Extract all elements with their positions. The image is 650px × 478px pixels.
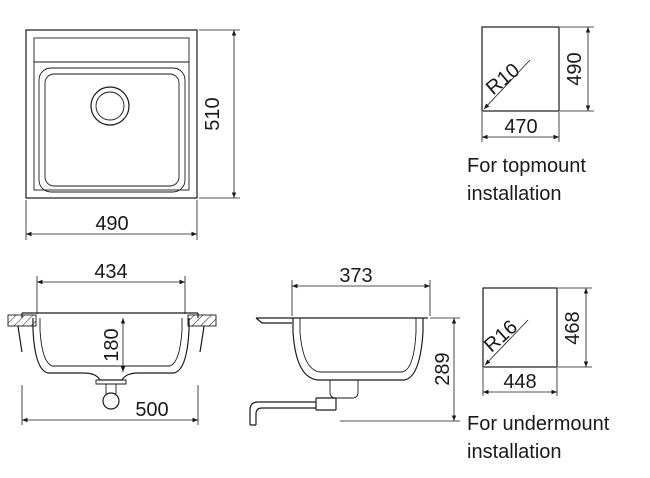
topmount-depth-label: 490: [564, 52, 586, 85]
sink-outline: [25, 29, 198, 199]
topmount-caption-line2: installation: [467, 183, 562, 205]
top-depth-label: 510: [202, 97, 224, 130]
side-rim-profile: [255, 317, 428, 324]
drain-collar: [95, 379, 127, 385]
undermount-depth-label: 468: [562, 311, 584, 344]
sink-rim-inner: [33, 37, 190, 191]
side-drain-trap: [329, 380, 359, 399]
drain-pipe: [105, 384, 117, 394]
drain-trap-icon: [102, 392, 120, 410]
side-width-label: 373: [339, 265, 372, 287]
front-overall-label: 500: [135, 399, 168, 421]
countertop-right: [187, 314, 217, 327]
side-bowl-inner: [299, 318, 417, 373]
side-height-label: 289: [432, 352, 454, 385]
bowl-outline-outer: [38, 67, 186, 193]
front-section: 434 180 500: [7, 261, 217, 425]
drain-inner-icon: [95, 91, 125, 121]
topmount-caption-line1: For topmount: [467, 155, 586, 177]
side-outlet-pipe: [249, 401, 316, 426]
front-depth-label: 180: [101, 328, 123, 361]
undermount-caption-line2: installation: [467, 441, 562, 463]
top-view: 490 510: [25, 29, 240, 240]
front-width-label: 434: [94, 261, 127, 283]
topmount-radius-label: R10: [482, 59, 524, 99]
top-width-label: 490: [95, 213, 128, 235]
undermount-width-label: 448: [503, 371, 536, 393]
undermount-cutout: 468 448 R16 For undermount installation: [467, 287, 610, 463]
sink-rim-profile: [21, 312, 199, 318]
clip-left: [17, 325, 23, 353]
topmount-cutout: 490 470 R10 For topmount installation: [467, 26, 594, 205]
side-section: 373 289: [249, 265, 460, 426]
topmount-width-label: 470: [504, 116, 537, 138]
side-drain-connector: [315, 397, 337, 411]
topmount-cutout-outline: [481, 26, 560, 112]
bowl-profile-inner: [39, 318, 183, 367]
undermount-cutout-outline: [482, 287, 558, 368]
drain-outer-icon: [90, 86, 130, 126]
bowl-outline-inner: [44, 73, 180, 187]
side-bowl-outer: [292, 318, 424, 381]
undermount-radius-label: R16: [480, 316, 522, 357]
undermount-caption-line1: For undermount: [467, 413, 610, 435]
clip-right: [199, 325, 205, 353]
